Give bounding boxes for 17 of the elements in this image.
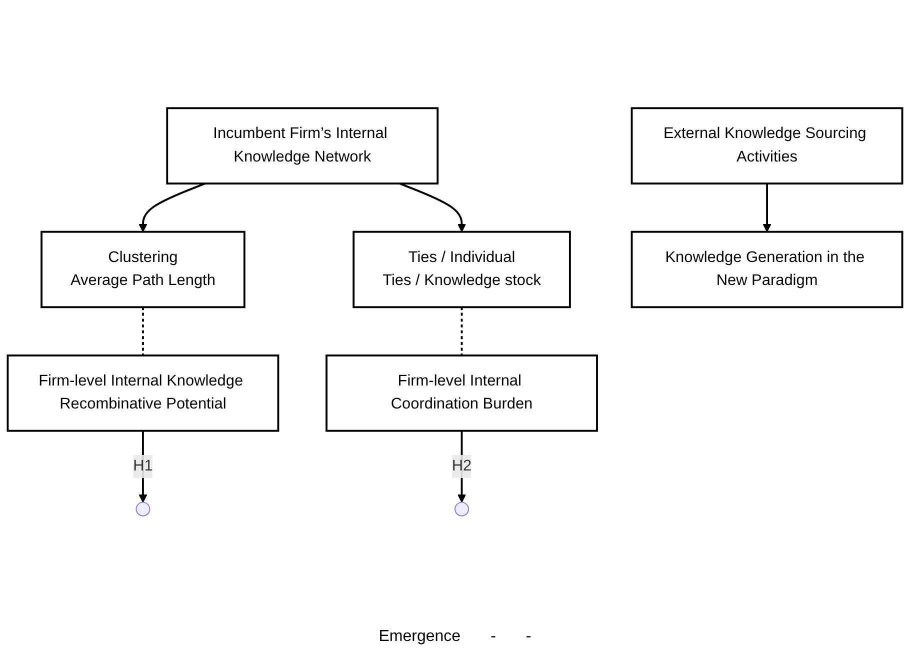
node-box: Firm-level Internal Coordination Burden — [326, 354, 598, 432]
edge-label: H2 — [452, 458, 472, 474]
annotation-text: Emergence — [378, 628, 461, 646]
connector — [142, 307, 144, 356]
node-box: Knowledge Generation in the New Paradigm — [630, 230, 904, 308]
node-box: Ties / Individual Ties / Knowledge stock — [352, 230, 571, 308]
edge-label: H1 — [133, 458, 153, 474]
node-box: Incumbent Firm’s Internal Knowledge Network — [166, 107, 439, 184]
arrow — [138, 182, 206, 232]
annotation-text: - — [490, 628, 496, 646]
arrow — [762, 184, 772, 232]
node-box: External Knowledge Sourcing Activities — [630, 107, 904, 184]
arrow — [399, 182, 466, 232]
node-box: Clustering Average Path Length — [40, 230, 246, 308]
connector — [460, 307, 463, 356]
node-box: Firm-level Internal Knowledge Recombinative Potential — [6, 354, 280, 432]
annotation-text: - — [526, 628, 532, 646]
